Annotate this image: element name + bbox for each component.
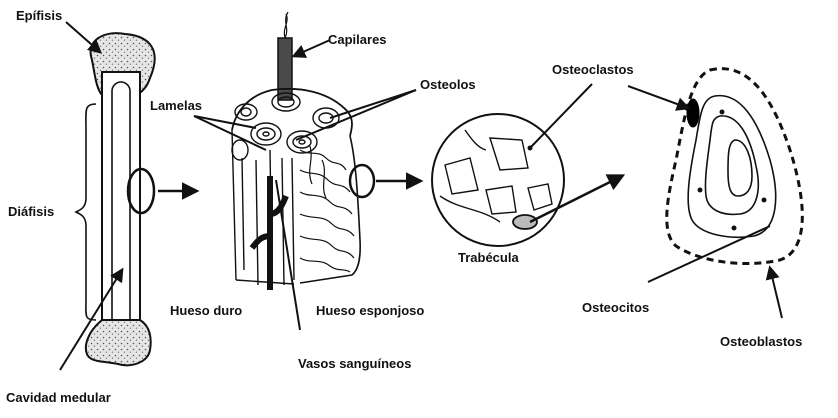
label-trabecula: Trabécula [458,250,519,265]
label-lamelas: Lamelas [150,98,202,113]
capillary-wire [284,12,288,38]
label-vasos-sanguineos: Vasos sanguíneos [298,356,411,371]
osteon-ring-1 [688,96,776,238]
osteon-ring-2 [705,116,758,215]
bone-cross-section [232,12,374,290]
label-osteocitos: Osteocitos [582,300,649,315]
label-osteoblastos: Osteoblastos [720,334,802,349]
compact-bone-body [232,130,294,285]
spongy-bone-texture [300,146,354,272]
osteon-outer [667,69,803,264]
osteon-detail [667,69,803,264]
medullary-cavity [112,82,130,330]
osteon-canal [728,140,752,196]
osteoclast-cell [687,99,699,127]
label-capilares: Capilares [328,32,387,47]
epiphysis-bottom [86,320,151,365]
trabecula-marker [513,215,537,229]
long-bone [76,33,155,365]
label-hueso-esponjoso: Hueso esponjoso [316,303,424,318]
label-diafisis: Diáfisis [8,204,54,219]
label-cavidad-medular: Cavidad medular [6,390,111,405]
diaphysis-brace [76,104,96,320]
label-osteoclastos: Osteoclastos [552,62,634,77]
capillary-tube [278,38,292,100]
label-hueso-duro: Hueso duro [170,303,242,318]
spongy-selection-oval [350,165,374,197]
label-epifisis: Epífisis [16,8,62,23]
label-osteolos: Osteolos [420,77,476,92]
